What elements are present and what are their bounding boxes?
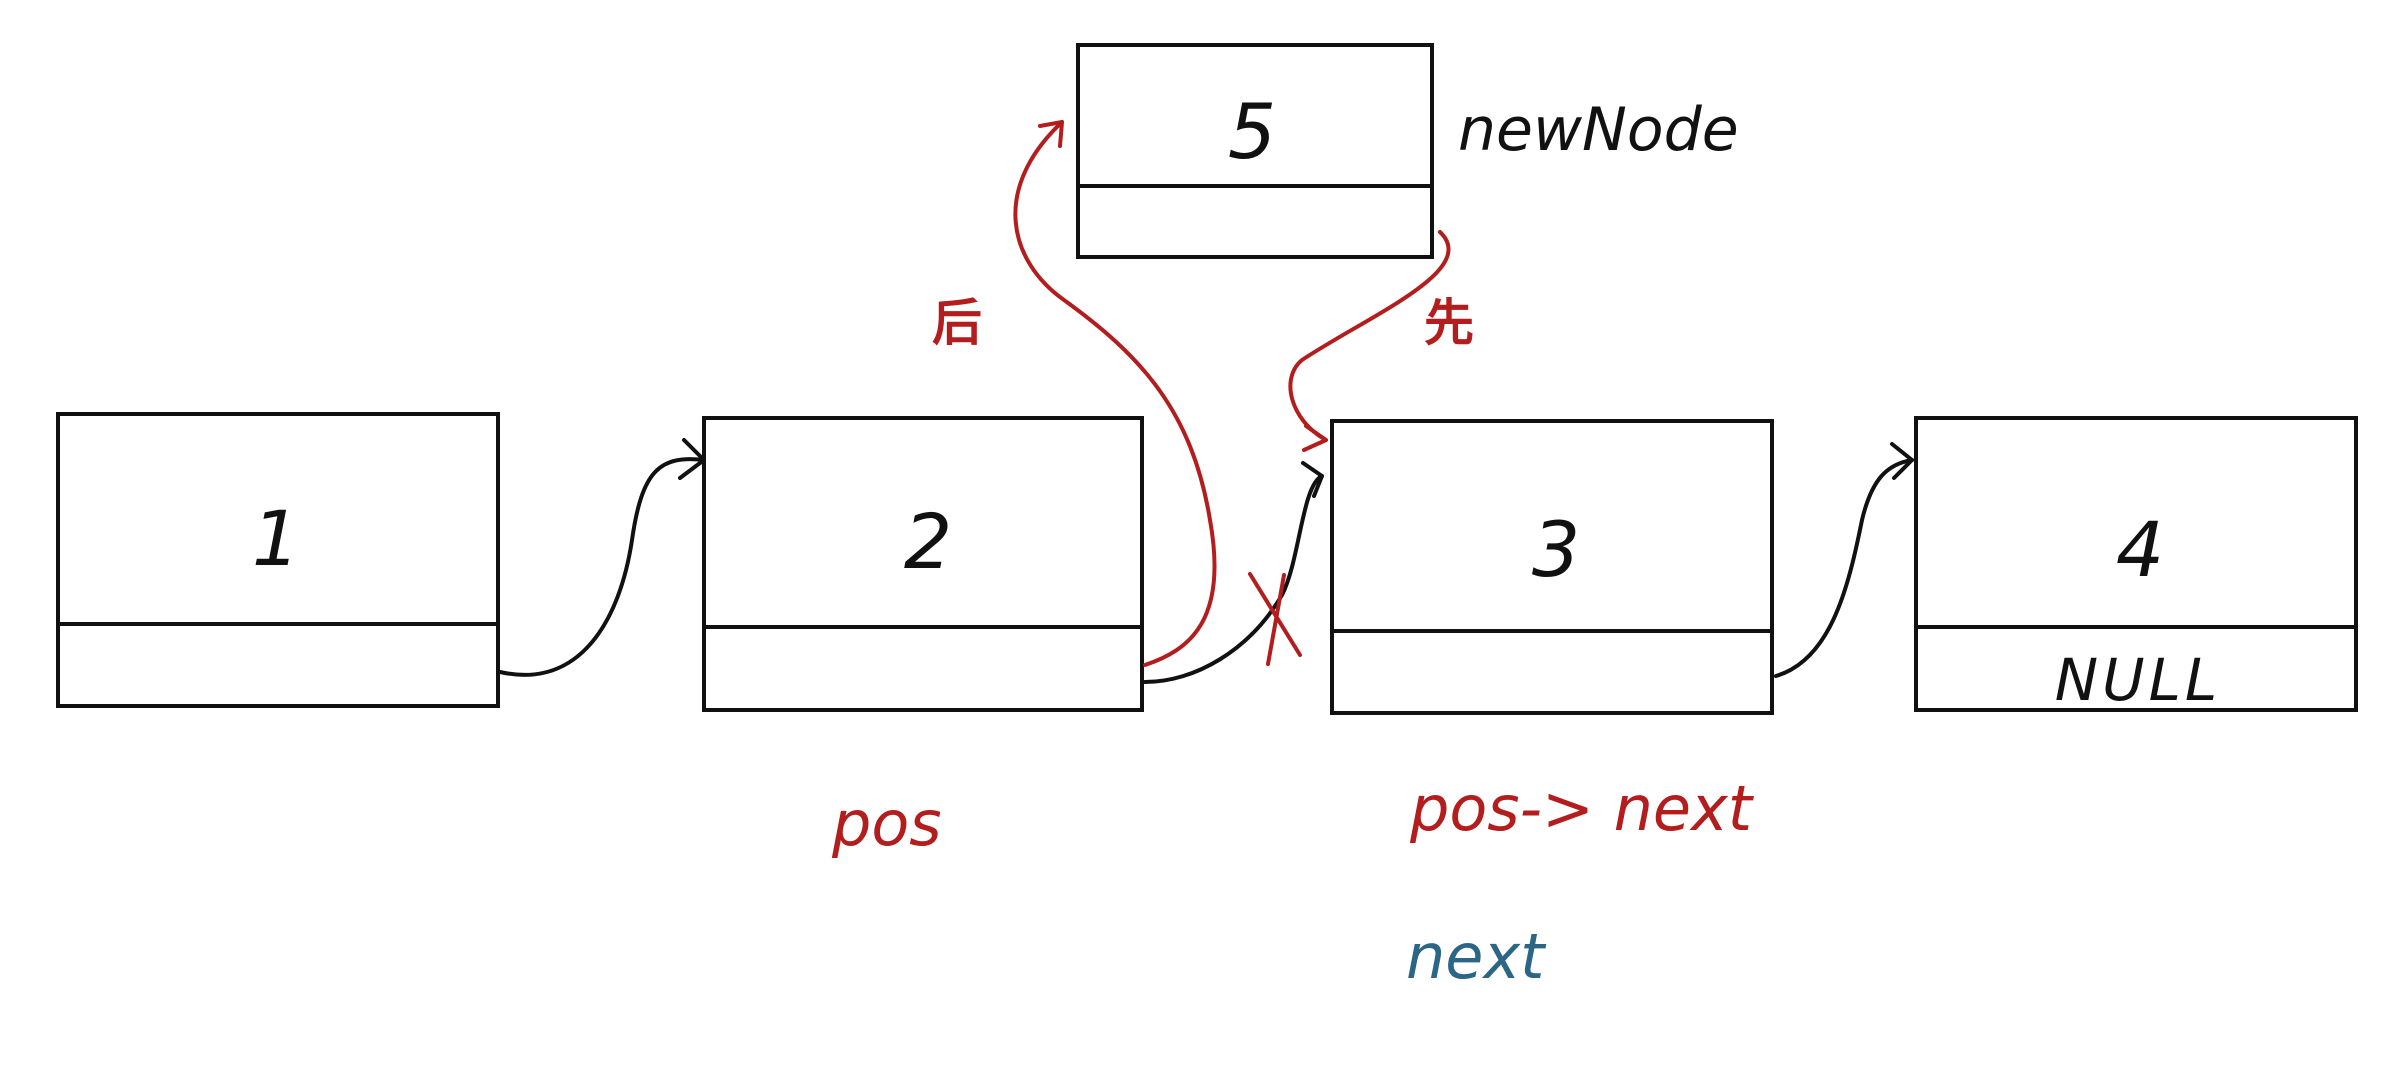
arrow-1-to-2-head: [678, 438, 706, 480]
node-4: 4 NULL: [1914, 416, 2358, 714]
cross-mark-stroke-b: [1266, 573, 1286, 666]
pos-label: pos: [831, 787, 942, 860]
node-5: 5: [1076, 43, 1434, 259]
arrow-newnode-to-node3: [1288, 230, 1451, 442]
node-3-box: [1330, 419, 1774, 715]
arrow-newnode-to-node3-head: [1302, 424, 1328, 452]
node-1: 1: [56, 412, 500, 708]
black-arrows: [498, 438, 1914, 684]
node-4-value: 4: [2116, 505, 2164, 594]
node-3: 3: [1330, 419, 1774, 715]
node-3-value: 3: [1532, 505, 1580, 594]
arrow-2-to-3-old-head: [1301, 461, 1324, 498]
red-arrows: [1013, 120, 1451, 667]
arrow-pos-to-newnode-head: [1038, 120, 1064, 148]
step-first-label: 先: [1424, 294, 1474, 352]
node-2-value: 2: [904, 497, 952, 586]
node-1-box: [56, 412, 500, 708]
arrow-3-to-4: [1774, 458, 1914, 678]
node-5-box: [1076, 43, 1434, 259]
next-label: next: [1406, 920, 1547, 993]
node-2-box: [702, 416, 1144, 712]
node-4-box: [1914, 416, 2358, 712]
node-5-value: 5: [1228, 87, 1276, 176]
node-1-value: 1: [252, 494, 300, 583]
new-node-label: newNode: [1458, 95, 1739, 165]
arrow-3-to-4-head: [1890, 442, 1914, 480]
arrow-pos-to-newnode: [1013, 120, 1217, 667]
node-4-null-text: NULL: [2055, 646, 2221, 714]
node-2: 2: [702, 416, 1144, 712]
arrow-1-to-2: [498, 457, 706, 677]
pos-next-label: pos-> next: [1409, 772, 1755, 845]
step-after-label: 后: [932, 294, 982, 352]
